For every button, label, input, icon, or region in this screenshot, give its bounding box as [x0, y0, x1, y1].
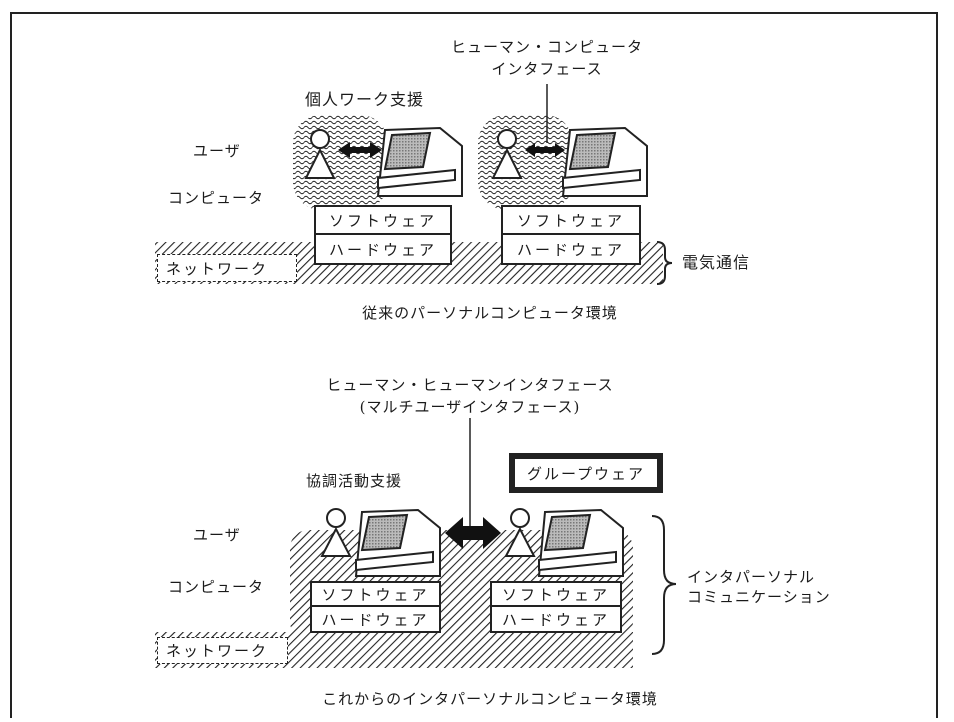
top-left-personal-area — [293, 115, 388, 210]
bottom-human-human-arrow — [445, 517, 501, 549]
top-telecom-label: 電気通信 — [682, 253, 751, 272]
top-interface-label-line2: インタフェース — [491, 60, 603, 78]
interpersonal-label-line1: インタパーソナル — [687, 568, 816, 586]
top-user-label: ユーザ — [193, 142, 241, 160]
bottom-left-software-box: ソフトウェア — [310, 581, 441, 607]
top-right-software-box: ソフトウェア — [501, 205, 641, 235]
top-network-label: ネットワーク — [157, 254, 297, 282]
bottom-right-hardware-box: ハードウェア — [490, 605, 622, 633]
top-left-interaction-arrow — [338, 142, 382, 158]
bottom-left-user-figure — [320, 508, 352, 557]
top-right-personal-area — [478, 115, 573, 210]
top-left-software-box: ソフトウェア — [314, 205, 452, 235]
top-telecom-brace — [656, 241, 673, 285]
bottom-right-software-box: ソフトウェア — [490, 581, 622, 607]
bottom-caption: これからのインタパーソナルコンピュータ環境 — [322, 690, 658, 708]
bottom-interface-label-line1: ヒューマン・ヒューマンインタフェース — [326, 376, 614, 394]
top-computer-label: コンピュータ — [168, 189, 265, 207]
bottom-right-user-figure — [504, 508, 536, 557]
top-right-user-figure — [491, 129, 523, 179]
top-right-interaction-arrow — [525, 143, 565, 157]
bottom-computer-label: コンピュータ — [168, 578, 265, 596]
groupware-box: グループウェア — [509, 453, 663, 493]
top-right-hardware-box: ハードウェア — [501, 233, 641, 265]
top-caption: 従来のパーソナルコンピュータ環境 — [362, 304, 618, 322]
bottom-right-computer-icon — [537, 508, 624, 577]
top-support-label: 個人ワーク支援 — [305, 90, 425, 109]
bottom-support-label: 協調活動支援 — [306, 472, 403, 490]
top-interface-label-line1: ヒューマン・コンピュータ — [450, 38, 643, 56]
bottom-left-computer-icon — [354, 508, 441, 577]
bottom-left-hardware-box: ハードウェア — [310, 605, 441, 633]
bottom-user-label: ユーザ — [193, 526, 241, 544]
top-left-computer-icon — [376, 126, 463, 197]
bottom-network-label: ネットワーク — [157, 637, 288, 664]
top-left-user-figure — [304, 129, 336, 179]
bottom-interface-label-line2: (マルチユーザインタフェース) — [359, 398, 581, 416]
top-right-computer-icon — [561, 126, 648, 197]
bottom-interpersonal-brace — [651, 515, 677, 655]
interpersonal-label-line2: コミュニケーション — [687, 588, 831, 606]
figure-frame — [10, 12, 938, 718]
top-left-hardware-box: ハードウェア — [314, 233, 452, 265]
